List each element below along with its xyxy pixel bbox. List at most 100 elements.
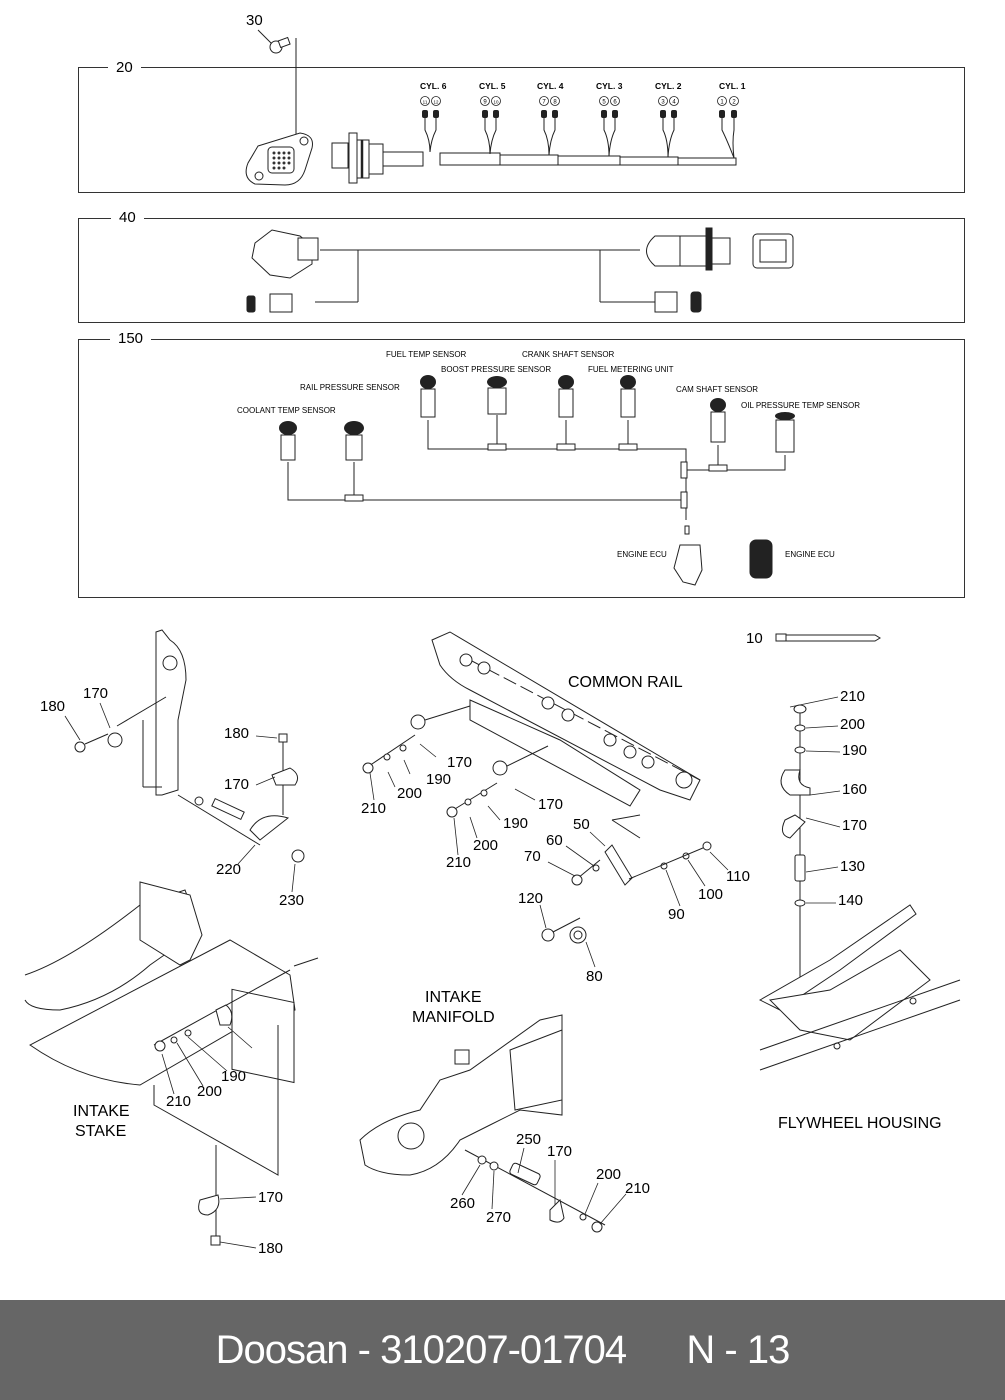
section-20-ref: 20 bbox=[108, 60, 141, 76]
callout-cable-tie: 10 bbox=[746, 630, 763, 647]
cyl-3-label: CYL. 3 bbox=[596, 81, 623, 91]
rail-pressure-sensor-label: RAIL PRESSURE SENSOR bbox=[300, 383, 400, 392]
boost-pressure-sensor-label: BOOST PRESSURE SENSOR bbox=[441, 365, 552, 374]
intake-stake-title-2: STAKE bbox=[75, 1123, 127, 1140]
callout-manifold-250: 250 bbox=[516, 1131, 542, 1148]
footer-caption: Doosan - 310207-01704 N - 13 bbox=[0, 1328, 1005, 1373]
callout-fly-190: 190 bbox=[842, 742, 868, 759]
callout-bracket-180a: 180 bbox=[40, 698, 66, 715]
engine-ecu-label-1: ENGINE ECU bbox=[617, 550, 667, 559]
intake-stake-title-1: INTAKE bbox=[73, 1103, 130, 1120]
callout-rail-210a: 210 bbox=[361, 800, 387, 817]
flywheel-housing-title: FLYWHEEL HOUSING bbox=[778, 1115, 942, 1132]
footer-bar: Doosan - 310207-01704 N - 13 bbox=[0, 1300, 1005, 1400]
cable-tie-icon bbox=[775, 633, 881, 642]
fuel-temp-sensor-label: FUEL TEMP SENSOR bbox=[386, 350, 467, 359]
footer-page-number: 13 bbox=[746, 1328, 790, 1372]
sensor-harness-icon bbox=[246, 227, 794, 313]
intake-stake-icon bbox=[24, 881, 319, 1246]
callout-bracket-170b: 170 bbox=[224, 776, 250, 793]
callout-stake-200: 200 bbox=[197, 1083, 223, 1100]
fuel-metering-unit-label: FUEL METERING UNIT bbox=[588, 365, 674, 374]
cyl-pin-number: 3 bbox=[661, 100, 665, 106]
callout-fly-130: 130 bbox=[840, 858, 866, 875]
callout-bracket-230: 230 bbox=[279, 892, 305, 909]
bolt-30-icon bbox=[257, 29, 297, 151]
callout-rail-190a: 190 bbox=[426, 771, 452, 788]
intake-manifold-icon bbox=[359, 1014, 606, 1233]
cyl-pin-number: 10 bbox=[493, 100, 499, 105]
footer-part-number: 310207-01704 bbox=[380, 1328, 627, 1372]
sensor-wiring-icon bbox=[279, 375, 795, 586]
callout-rail-80: 80 bbox=[586, 968, 603, 985]
cyl-pin-number: 7 bbox=[542, 100, 546, 106]
callout-fly-170: 170 bbox=[842, 817, 868, 834]
section-40-frame bbox=[78, 218, 965, 323]
coolant-temp-sensor-label: COOLANT TEMP SENSOR bbox=[237, 406, 336, 415]
callout-stake-190: 190 bbox=[221, 1068, 247, 1085]
callout-rail-190b: 190 bbox=[503, 815, 529, 832]
cyl-1-label: CYL. 1 bbox=[719, 81, 746, 91]
cyl-pin-number: 11 bbox=[423, 100, 428, 105]
crank-shaft-sensor-label: CRANK SHAFT SENSOR bbox=[522, 350, 615, 359]
engine-ecu-label-2: ENGINE ECU bbox=[785, 550, 835, 559]
callout-rail-110: 110 bbox=[726, 868, 750, 885]
common-rail-icon bbox=[362, 631, 712, 944]
cyl-2-label: CYL. 2 bbox=[655, 81, 682, 91]
cyl-pin-number: 6 bbox=[613, 100, 617, 106]
cyl-pin-number: 12 bbox=[433, 100, 439, 105]
section-150-ref: 150 bbox=[110, 331, 152, 347]
cyl-pin-number: 5 bbox=[602, 100, 606, 106]
callout-bracket-170a: 170 bbox=[83, 685, 109, 702]
callout-bracket-220: 220 bbox=[216, 861, 242, 878]
callout-rail-210b: 210 bbox=[446, 854, 472, 871]
callout-bracket-180b: 180 bbox=[224, 725, 250, 742]
footer-separator: - bbox=[357, 1328, 371, 1372]
callout-fly-160: 160 bbox=[842, 781, 868, 798]
cyl-pin-number: 8 bbox=[553, 100, 557, 106]
footer-brand: Doosan bbox=[215, 1328, 349, 1372]
callout-manifold-200: 200 bbox=[596, 1166, 622, 1183]
callout-fly-210: 210 bbox=[840, 688, 866, 705]
footer-page-prefix: N bbox=[686, 1328, 715, 1372]
cyl-5-label: CYL. 5 bbox=[479, 81, 506, 91]
cam-shaft-sensor-label: CAM SHAFT SENSOR bbox=[676, 385, 759, 394]
section-20-frame bbox=[78, 67, 965, 193]
common-rail-title: COMMON RAIL bbox=[568, 674, 683, 691]
callout-rail-100: 100 bbox=[698, 886, 724, 903]
callout-rail-70: 70 bbox=[524, 848, 541, 865]
callout-stake-170b: 170 bbox=[258, 1189, 284, 1206]
cyl-pin-number: 2 bbox=[732, 100, 736, 106]
callout-stake-210: 210 bbox=[166, 1093, 192, 1110]
section-40-ref: 40 bbox=[111, 210, 144, 226]
callout-bolt-30: 30 bbox=[246, 12, 263, 29]
footer-page-separator: - bbox=[724, 1328, 737, 1372]
callout-rail-170a: 170 bbox=[447, 754, 473, 771]
callout-manifold-270: 270 bbox=[486, 1209, 512, 1226]
callout-rail-90: 90 bbox=[668, 906, 685, 923]
callout-stake-180: 180 bbox=[258, 1240, 284, 1257]
cyl-4-label: CYL. 4 bbox=[537, 81, 564, 91]
callout-rail-60: 60 bbox=[546, 832, 563, 849]
callout-fly-140: 140 bbox=[838, 892, 864, 909]
intake-manifold-title-1: INTAKE bbox=[425, 989, 482, 1006]
callout-rail-170b: 170 bbox=[538, 796, 564, 813]
cyl-pin-number: 4 bbox=[672, 100, 676, 106]
cyl-pin-number: 1 bbox=[720, 100, 724, 106]
left-bracket-icon bbox=[74, 629, 305, 863]
callout-rail-200b: 200 bbox=[473, 837, 499, 854]
callout-fly-200: 200 bbox=[840, 716, 866, 733]
callout-rail-50: 50 bbox=[573, 816, 590, 833]
callout-rail-200a: 200 bbox=[397, 785, 423, 802]
cyl-6-label: CYL. 6 bbox=[420, 81, 447, 91]
injector-harness-icon bbox=[331, 96, 739, 184]
oil-pressure-temp-sensor-label: OIL PRESSURE TEMP SENSOR bbox=[741, 401, 860, 410]
section-150-frame bbox=[78, 339, 965, 598]
flywheel-housing-icon bbox=[758, 704, 961, 1071]
flange-plate-icon bbox=[245, 132, 313, 186]
callout-manifold-260: 260 bbox=[450, 1195, 476, 1212]
intake-manifold-title-2: MANIFOLD bbox=[412, 1009, 495, 1026]
callout-manifold-170: 170 bbox=[547, 1143, 573, 1160]
cyl-pin-number: 9 bbox=[483, 100, 487, 106]
